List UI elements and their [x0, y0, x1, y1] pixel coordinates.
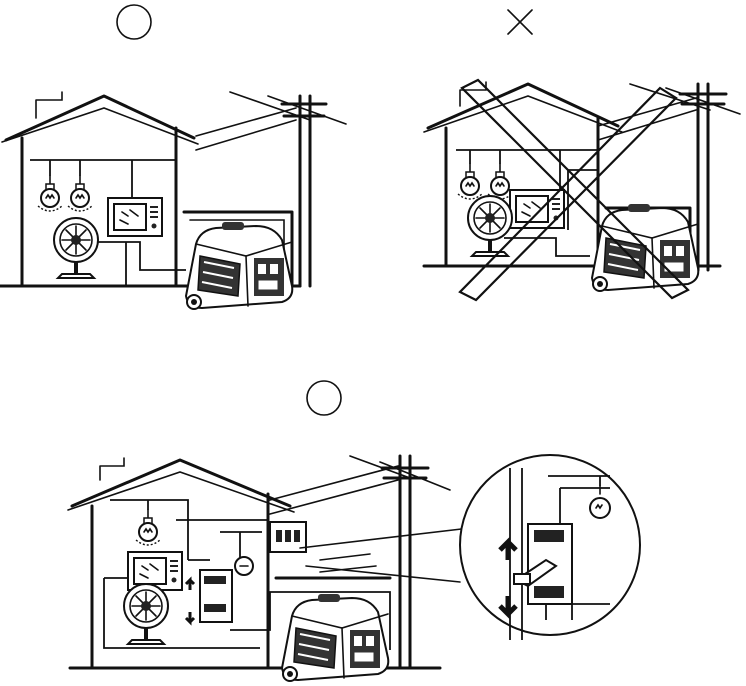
arrow-up-icon: [498, 535, 518, 560]
utility-pole: [298, 94, 312, 288]
wrong-cross-mark: [507, 9, 533, 35]
panel-correct-top: [0, 4, 347, 310]
fan-icon: [122, 582, 170, 646]
utility-pole: [398, 454, 412, 670]
generator-icon: [185, 221, 294, 310]
tv-icon: [127, 551, 183, 591]
zoom-detail: [459, 454, 641, 640]
house-roof: [70, 458, 292, 508]
house-roof: [426, 82, 620, 130]
prohibition-x: [458, 78, 690, 302]
arrow-down-icon: [184, 612, 196, 626]
house-roof: [4, 94, 196, 142]
tv-icon: [107, 197, 163, 237]
correct-circle-mark: [116, 4, 152, 40]
bulb-icon: [67, 175, 93, 212]
power-lines: [195, 91, 347, 151]
arrow-up-icon: [184, 576, 196, 590]
panel-wrong-top: [422, 9, 741, 302]
house-walls: [444, 116, 600, 268]
utility-pole: [696, 82, 710, 272]
generator-icon: [281, 593, 390, 682]
fan-icon: [52, 216, 100, 280]
bulb-icon: [37, 175, 63, 212]
bulb-icon: [457, 163, 483, 200]
power-lines: [269, 455, 451, 515]
correct-circle-mark: [306, 380, 342, 416]
panel-correct-bottom: [67, 380, 641, 682]
house-walls: [20, 126, 178, 288]
bulb-icon: [487, 163, 513, 200]
bulb-icon: [135, 509, 161, 546]
power-lines: [597, 83, 741, 141]
arrow-down-icon: [498, 596, 518, 621]
